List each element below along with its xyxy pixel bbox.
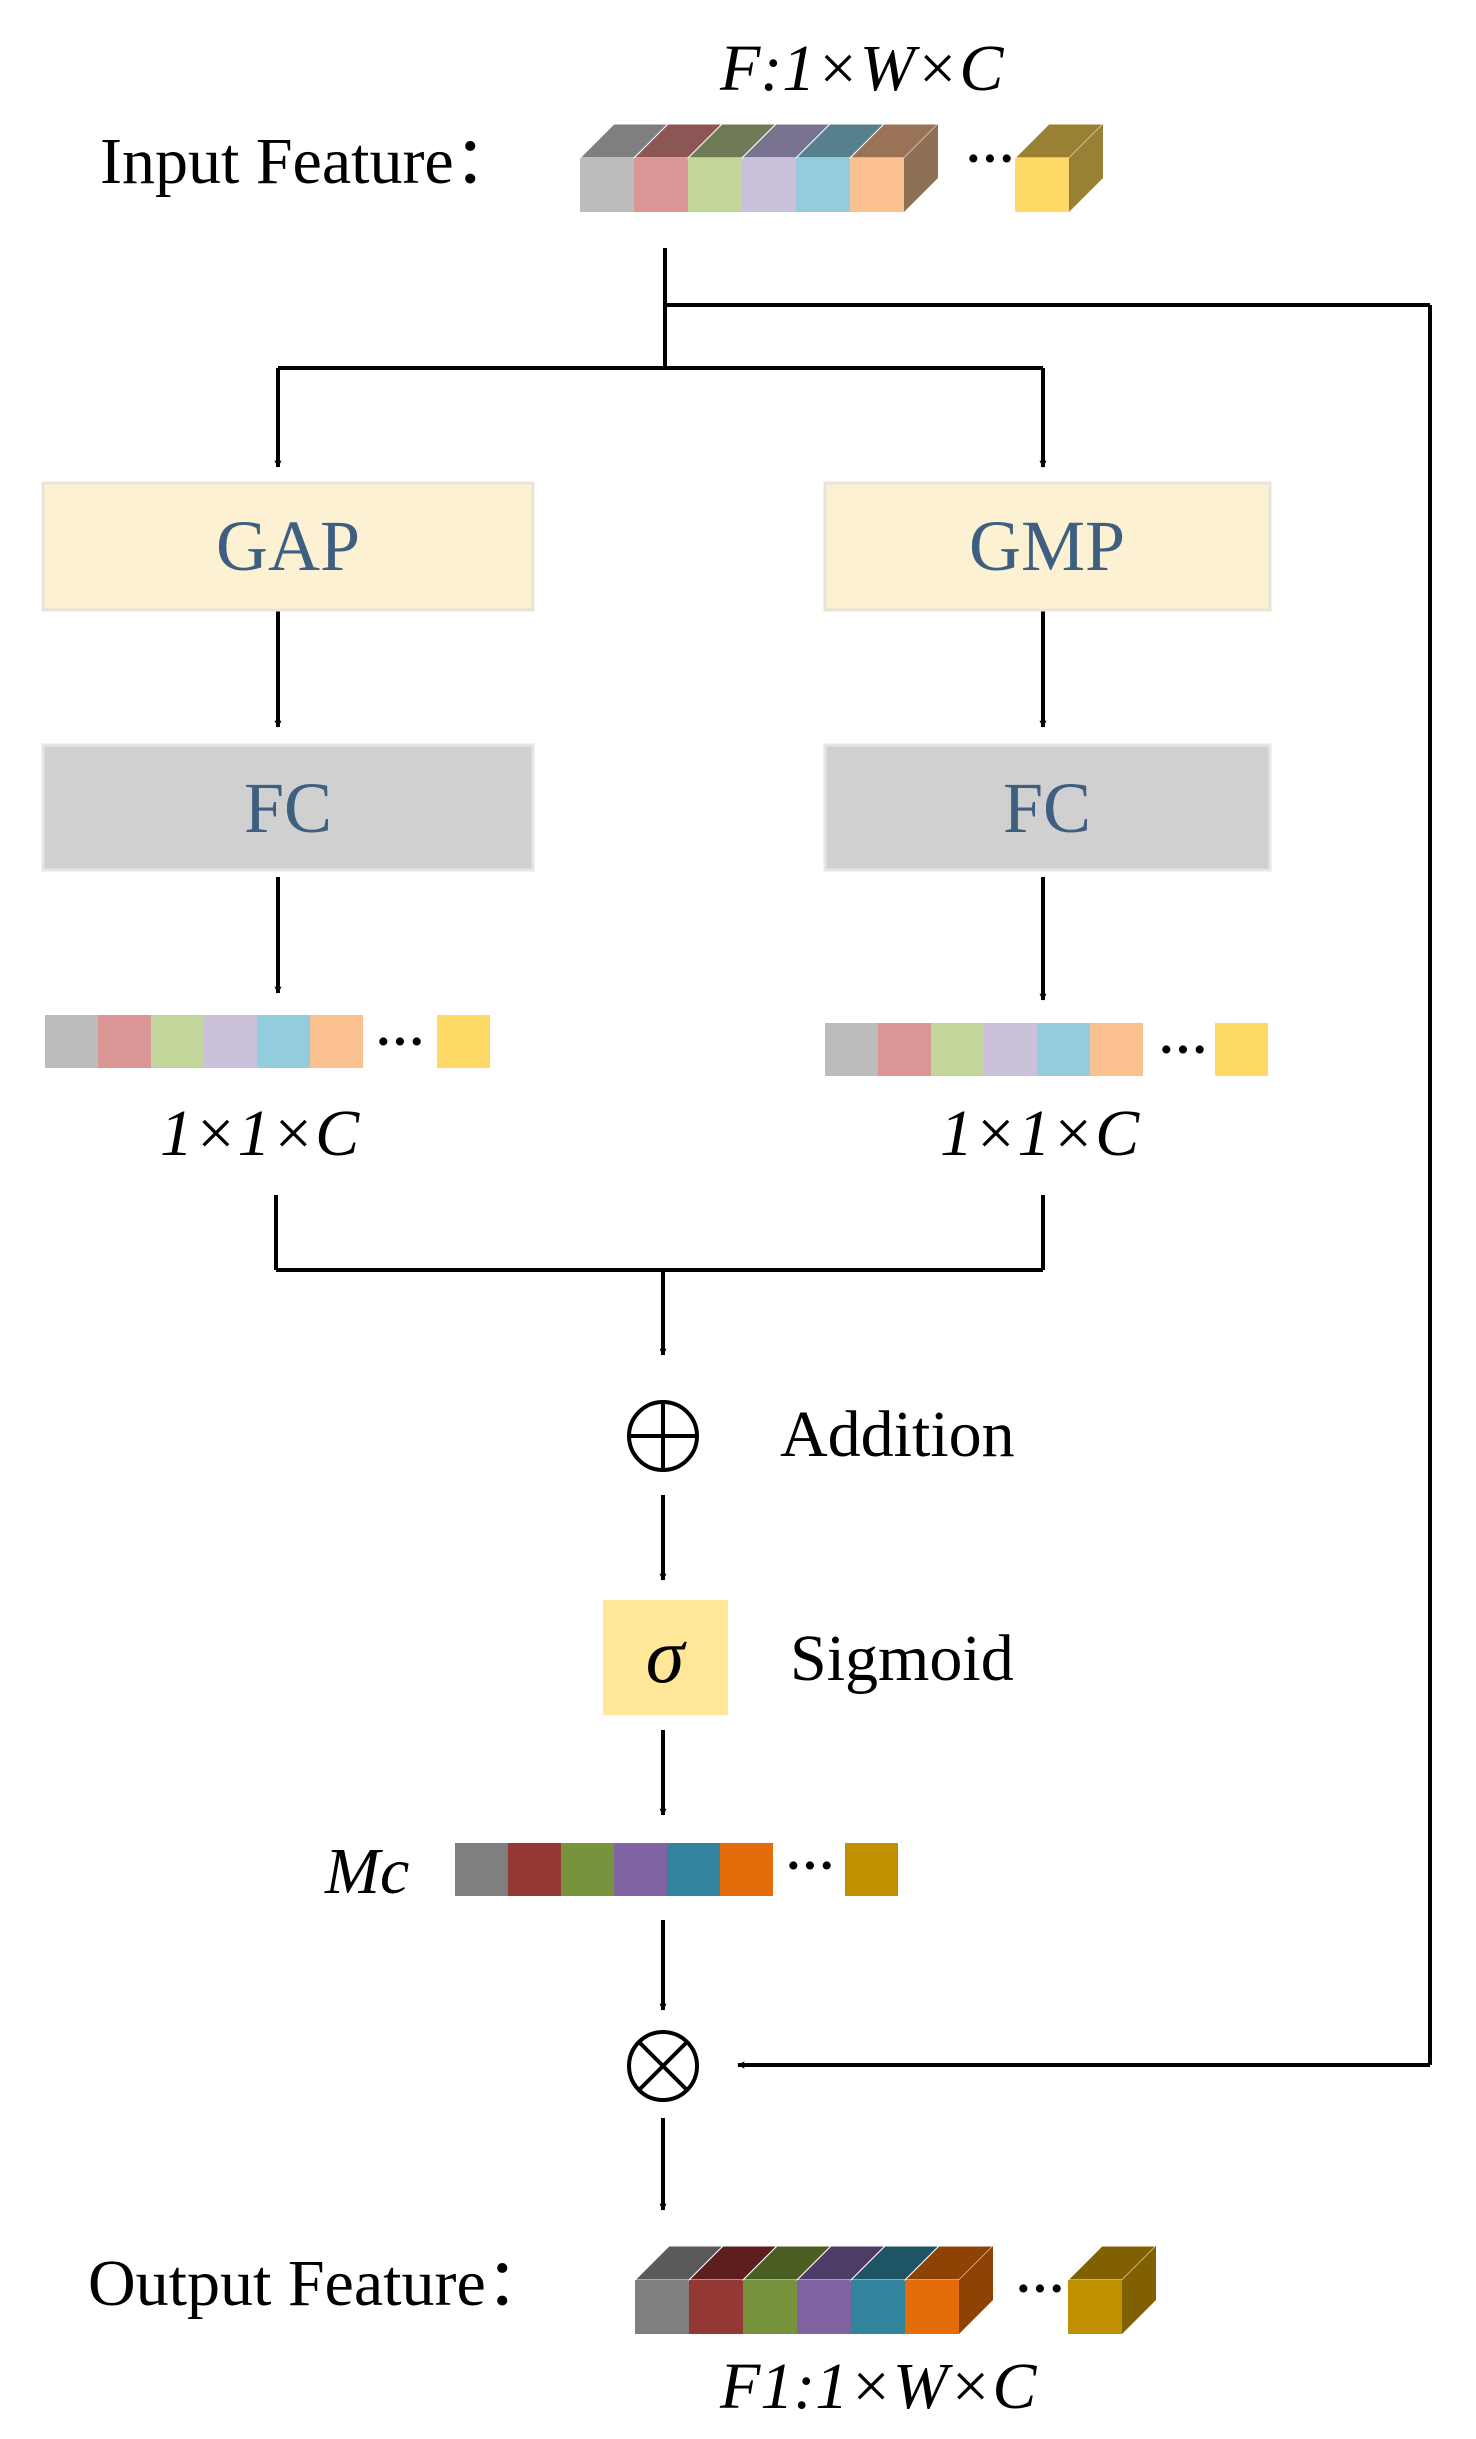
gmp-block: GMP: [823, 481, 1272, 612]
left-vector-ellipsis: ···: [375, 1013, 425, 1069]
fc-left-block: FC: [41, 743, 535, 872]
addition-label: Addition: [780, 1398, 1015, 1471]
addition-operator: [627, 1400, 699, 1472]
right-vector-cell: [825, 1023, 878, 1076]
right-vector-cell: [984, 1023, 1037, 1076]
right-channel-vector: [825, 1023, 1268, 1076]
fc-left-label: FC: [244, 768, 332, 848]
output-feature-cube: [741, 2245, 833, 2334]
output-feature-cube: [849, 2245, 941, 2334]
mc-vector-cell: [508, 1843, 561, 1896]
input-feature-cube: [578, 123, 670, 212]
mc-vector-cell-last: [845, 1843, 898, 1896]
left-vector-cell: [151, 1015, 204, 1068]
left-vector-cell: [98, 1015, 151, 1068]
left-vector-cell-last: [437, 1015, 490, 1068]
right-vector-ellipsis: ···: [1158, 1021, 1208, 1077]
right-vector-cell: [1037, 1023, 1090, 1076]
sigmoid-block: σ: [603, 1600, 728, 1715]
output-shape-label: F1:1×W×C: [719, 2350, 1037, 2423]
output-feature-cube: [795, 2245, 887, 2334]
input-feature-cube: [794, 123, 886, 212]
input-ellipsis: ···: [965, 130, 1015, 186]
mc-vector-ellipsis: ···: [785, 1837, 835, 1893]
input-feature-cube: [848, 123, 940, 212]
left-vector-cell: [310, 1015, 363, 1068]
right-vector-cell: [878, 1023, 931, 1076]
connector-lines: [274, 248, 1432, 2211]
gap-block: GAP: [41, 481, 535, 612]
mc-vector-cell: [561, 1843, 614, 1896]
output-feature-cube-last: [1066, 2245, 1158, 2334]
input-shape-label: F:1×W×C: [719, 32, 1004, 105]
right-vector-cell-last: [1215, 1023, 1268, 1076]
input-feature-cube: [686, 123, 778, 212]
left-vector-cell: [45, 1015, 98, 1068]
right-shape-label: 1×1×C: [940, 1097, 1140, 1170]
mc-vector-cell: [720, 1843, 773, 1896]
output-feature-cubes: [633, 2245, 1158, 2334]
mc-vector-cell: [667, 1843, 720, 1896]
sigma-symbol: σ: [646, 1612, 687, 1699]
output-ellipsis: ···: [1015, 2260, 1065, 2316]
left-channel-vector: [45, 1015, 490, 1068]
input-feature-cubes: [578, 123, 1105, 212]
input-feature-label: Input Feature：: [100, 125, 520, 198]
fc-right-label: FC: [1003, 768, 1091, 848]
output-feature-cube: [687, 2245, 779, 2334]
output-feature-label: Output Feature：: [88, 2247, 552, 2320]
sigmoid-label: Sigmoid: [790, 1622, 1014, 1695]
left-vector-cell: [257, 1015, 310, 1068]
mc-channel-vector: [455, 1843, 898, 1896]
gmp-label: GMP: [969, 506, 1125, 586]
fc-right-block: FC: [823, 743, 1272, 872]
input-feature-cube: [632, 123, 724, 212]
right-vector-cell: [1090, 1023, 1143, 1076]
left-vector-cell: [204, 1015, 257, 1068]
input-feature-cube-last: [1013, 123, 1105, 212]
output-feature-cube: [903, 2245, 995, 2334]
mc-vector-cell: [614, 1843, 667, 1896]
right-vector-cell: [931, 1023, 984, 1076]
mc-vector-cell: [455, 1843, 508, 1896]
left-shape-label: 1×1×C: [160, 1097, 360, 1170]
gap-label: GAP: [216, 506, 360, 586]
mc-label: Mc: [324, 1835, 409, 1908]
multiplication-operator: [627, 2030, 699, 2102]
